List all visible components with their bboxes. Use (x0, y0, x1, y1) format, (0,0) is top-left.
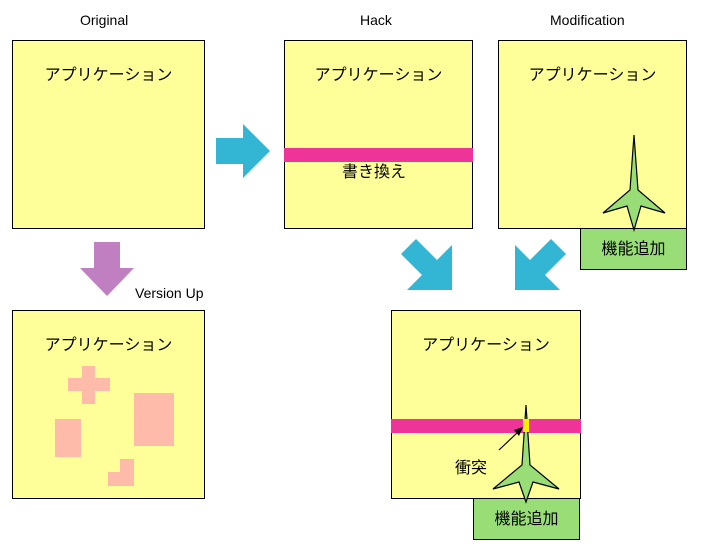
heading-modification: Modification (550, 12, 625, 28)
version-up-label: Version Up (135, 285, 204, 301)
conflict-pointer-line (498, 431, 519, 451)
hack-app-title: アプリケーション (314, 65, 443, 84)
patch-cross-vertical (82, 366, 95, 404)
merged-hack-bar (391, 419, 581, 433)
merged-feature-label: 機能追加 (494, 509, 559, 528)
modification-app-title: アプリケーション (528, 65, 657, 84)
conflict-label: 衝突 (455, 458, 488, 477)
patch-left-rect (55, 419, 81, 457)
modification-app-box: アプリケーション (498, 40, 687, 229)
versionup-app-box: アプリケーション (12, 310, 205, 499)
patch-l-shape-top (120, 459, 134, 473)
merged-app-box: アプリケーション (391, 310, 581, 499)
original-app-box: アプリケーション (12, 40, 205, 229)
hack-rewrite-bar (284, 148, 473, 162)
patch-large-rect (134, 393, 174, 446)
arrow-diagonal-mod-to-merged (515, 239, 566, 290)
merged-app-title: アプリケーション (422, 335, 550, 354)
arrow-down-version-up (80, 242, 134, 296)
heading-hack: Hack (360, 12, 392, 28)
modification-feature-label: 機能追加 (601, 239, 666, 258)
merged-feature-spike (492, 404, 560, 504)
modification-feature-spike (602, 134, 666, 233)
conflict-mark (523, 419, 529, 432)
heading-original: Original (80, 12, 129, 28)
rewrite-label: 書き換え (342, 162, 407, 181)
versionup-app-title: アプリケーション (44, 335, 173, 354)
conflict-pointer-head (514, 427, 523, 436)
merged-feature-box: 機能追加 (473, 498, 580, 540)
hack-app-box: アプリケーション 書き換え (284, 40, 473, 229)
arrow-diagonal-hack-to-merged (401, 239, 452, 290)
original-app-title: アプリケーション (44, 65, 173, 84)
patch-l-shape-bottom (108, 472, 134, 486)
modification-feature-box: 機能追加 (580, 228, 687, 270)
arrow-right-to-hack (216, 124, 270, 178)
